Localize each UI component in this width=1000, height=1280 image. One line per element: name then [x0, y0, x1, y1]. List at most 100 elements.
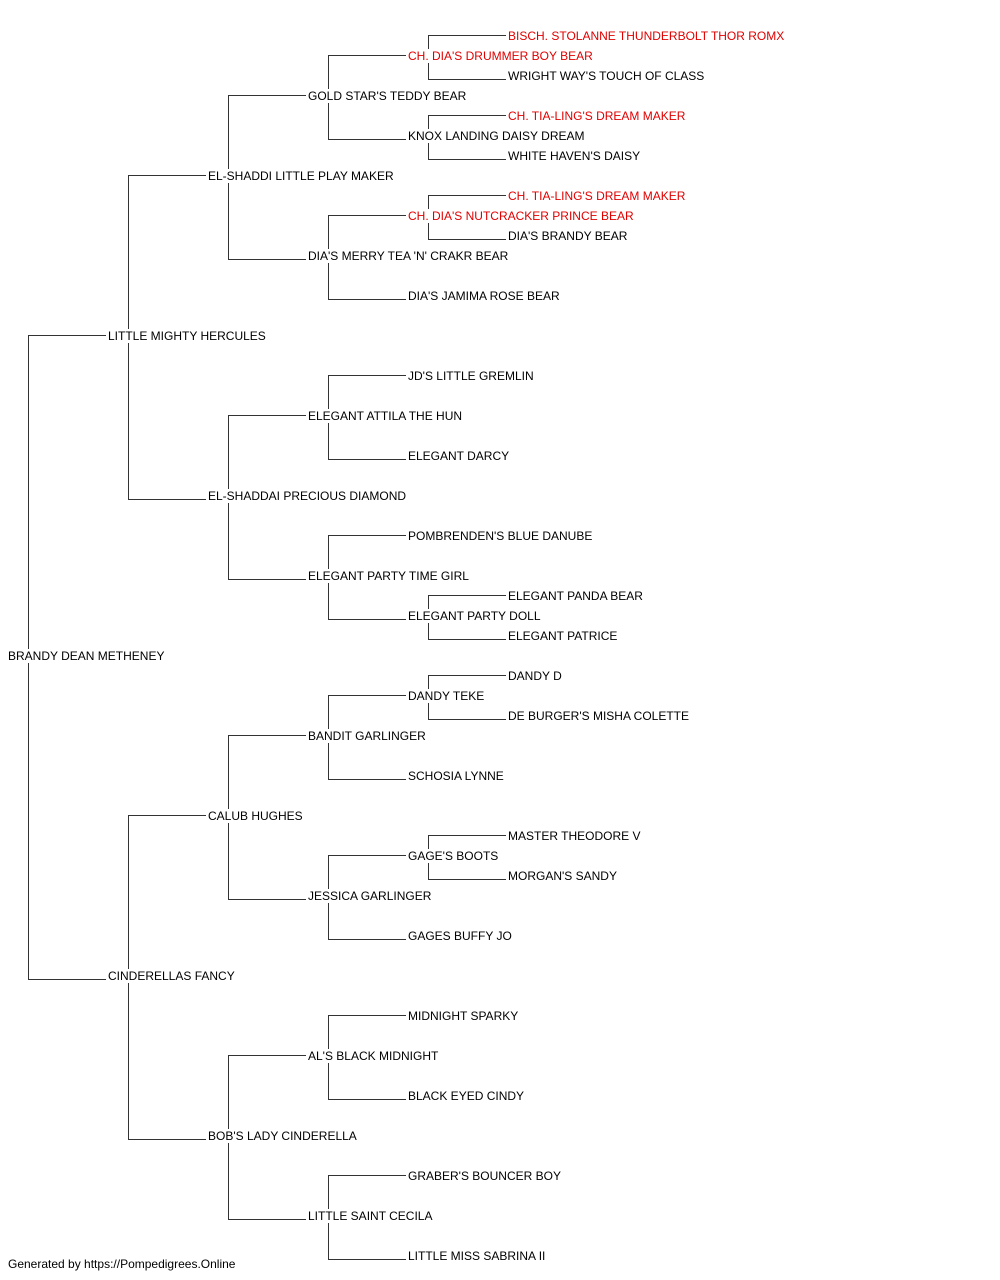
pedigree-node: GAGE'S BOOTS [408, 849, 501, 863]
pedigree-node: DE BURGER'S MISHA COLETTE [508, 709, 691, 723]
connector-line [228, 259, 306, 260]
connector-line [428, 216, 429, 239]
connector-line [428, 675, 429, 696]
connector-line [328, 779, 406, 780]
connector-line [428, 195, 506, 196]
connector-line [28, 979, 106, 980]
connector-line [428, 136, 429, 159]
connector-line [428, 696, 429, 719]
pedigree-node: DIA'S MERRY TEA 'N' CRAKR BEAR [308, 249, 511, 263]
pedigree-node: LITTLE MISS SABRINA II [408, 1249, 548, 1263]
connector-line [128, 175, 129, 336]
connector-line [328, 1259, 406, 1260]
pedigree-node: WRIGHT WAY'S TOUCH OF CLASS [508, 69, 707, 83]
connector-line [428, 595, 429, 616]
connector-line [328, 299, 406, 300]
connector-line [128, 815, 206, 816]
connector-line [228, 496, 229, 579]
connector-line [228, 95, 306, 96]
connector-line [328, 1056, 329, 1099]
pedigree-node: EL-SHADDAI PRECIOUS DIAMOND [208, 489, 409, 503]
connector-line [328, 1015, 329, 1056]
connector-line [328, 576, 329, 619]
connector-line [428, 639, 506, 640]
pedigree-node: GOLD STAR'S TEDDY BEAR [308, 89, 469, 103]
connector-line [428, 79, 506, 80]
connector-line [28, 335, 29, 656]
connector-line [228, 415, 306, 416]
connector-line [328, 215, 406, 216]
connector-line [28, 656, 29, 979]
pedigree-node: ELEGANT DARCY [408, 449, 512, 463]
pedigree-node: POMBRENDEN'S BLUE DANUBE [408, 529, 595, 543]
connector-line [328, 55, 329, 96]
connector-line [328, 55, 406, 56]
connector-line [328, 139, 406, 140]
connector-line [328, 96, 329, 139]
pedigree-node: MIDNIGHT SPARKY [408, 1009, 521, 1023]
connector-line [428, 115, 429, 136]
pedigree-node: DANDY TEKE [408, 689, 487, 703]
connector-line [128, 976, 129, 1139]
pedigree-node: BRANDY DEAN METHENEY [8, 649, 167, 663]
pedigree-node: JD'S LITTLE GREMLIN [408, 369, 536, 383]
connector-line [328, 1015, 406, 1016]
connector-line [428, 115, 506, 116]
connector-line [328, 1099, 406, 1100]
pedigree-node: LITTLE MIGHTY HERCULES [108, 329, 268, 343]
connector-line [428, 239, 506, 240]
connector-line [328, 215, 329, 256]
pedigree-node: WHITE HAVEN'S DAISY [508, 149, 643, 163]
pedigree-node: BISCH. STOLANNE THUNDERBOLT THOR ROMX [508, 29, 787, 43]
connector-line [428, 56, 429, 79]
connector-line [328, 535, 329, 576]
pedigree-node: ELEGANT PARTY TIME GIRL [308, 569, 471, 583]
pedigree-node: CALUB HUGHES [208, 809, 305, 823]
connector-line [328, 416, 329, 459]
pedigree-node: MASTER THEODORE V [508, 829, 643, 843]
connector-line [228, 1055, 306, 1056]
pedigree-node: LITTLE SAINT CECILA [308, 1209, 435, 1223]
connector-line [428, 879, 506, 880]
connector-line [228, 415, 229, 496]
connector-line [128, 499, 206, 500]
connector-line [328, 695, 329, 736]
pedigree-node: CH. DIA'S DRUMMER BOY BEAR [408, 49, 595, 63]
connector-line [428, 195, 429, 216]
connector-line [28, 335, 106, 336]
connector-line [428, 35, 429, 56]
connector-line [328, 939, 406, 940]
pedigree-node: DANDY D [508, 669, 564, 683]
connector-line [328, 855, 329, 896]
connector-line [428, 675, 506, 676]
connector-line [328, 855, 406, 856]
footer-credit: Generated by https://Pompedigrees.Online [8, 1257, 236, 1271]
connector-line [328, 256, 329, 299]
connector-line [428, 835, 429, 856]
connector-line [428, 595, 506, 596]
connector-line [428, 35, 506, 36]
pedigree-node: GAGES BUFFY JO [408, 929, 514, 943]
connector-line [328, 1175, 329, 1216]
pedigree-node: KNOX LANDING DAISY DREAM [408, 129, 587, 143]
connector-line [428, 835, 506, 836]
pedigree-node: GRABER'S BOUNCER BOY [408, 1169, 563, 1183]
connector-line [328, 619, 406, 620]
connector-line [428, 616, 429, 639]
connector-line [128, 1139, 206, 1140]
connector-line [328, 1175, 406, 1176]
pedigree-node: MORGAN'S SANDY [508, 869, 619, 883]
pedigree-node: AL'S BLACK MIDNIGHT [308, 1049, 441, 1063]
pedigree-node: ELEGANT ATTILA THE HUN [308, 409, 465, 423]
connector-line [328, 535, 406, 536]
pedigree-node: CH. DIA'S NUTCRACKER PRINCE BEAR [408, 209, 636, 223]
pedigree-node: ELEGANT PARTY DOLL [408, 609, 543, 623]
connector-line [228, 95, 229, 176]
pedigree-node: BLACK EYED CINDY [408, 1089, 527, 1103]
connector-line [128, 175, 206, 176]
pedigree-node: CH. TIA-LING'S DREAM MAKER [508, 189, 688, 203]
connector-line [228, 1136, 229, 1219]
connector-line [328, 1216, 329, 1259]
pedigree-node: BANDIT GARLINGER [308, 729, 428, 743]
